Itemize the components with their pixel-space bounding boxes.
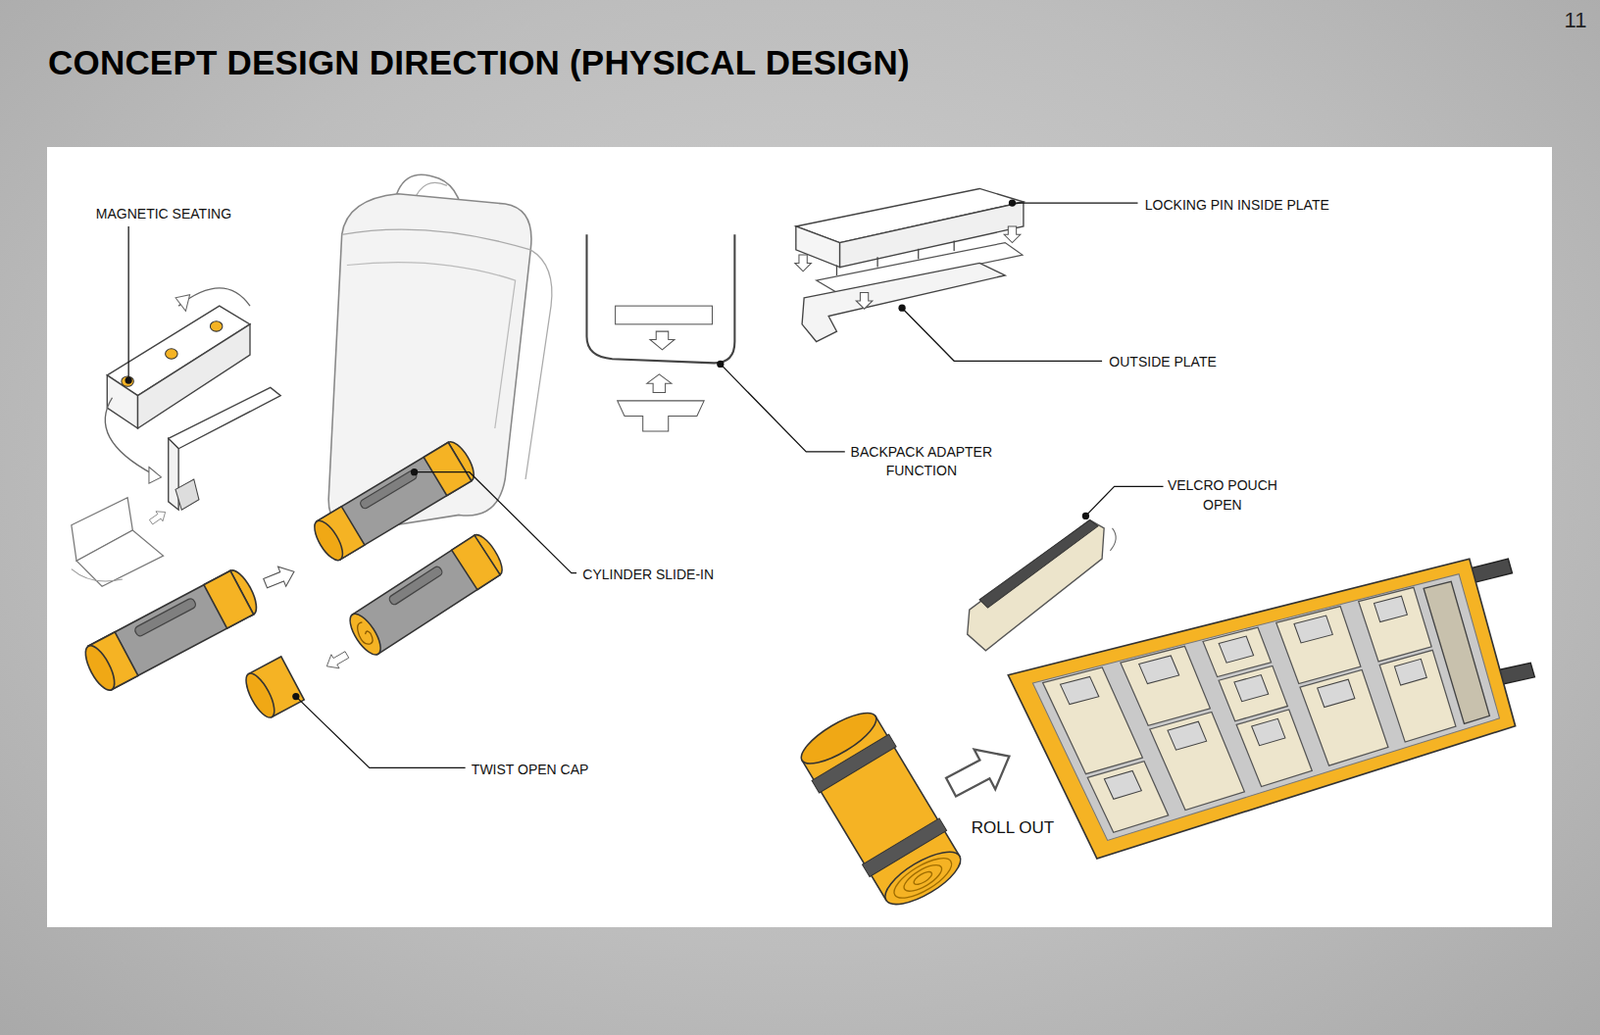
mat-part bbox=[1167, 721, 1207, 750]
mat-part bbox=[1358, 587, 1432, 662]
mat-part bbox=[1317, 679, 1355, 707]
mat-part bbox=[1251, 718, 1286, 746]
callout-label: OUTSIDE PLATE bbox=[1108, 353, 1216, 370]
callout-label: VELCRO POUCH OPEN bbox=[1155, 476, 1289, 515]
mat-part bbox=[1087, 761, 1168, 834]
mat-part bbox=[1423, 581, 1490, 724]
mat-part bbox=[1059, 676, 1099, 704]
mat-part bbox=[1236, 709, 1312, 788]
mat-part bbox=[1300, 669, 1389, 766]
mat-part bbox=[1294, 615, 1333, 644]
mat-part bbox=[1373, 596, 1407, 622]
mat-part bbox=[1032, 574, 1500, 842]
slide-title: CONCEPT DESIGN DIRECTION (PHYSICAL DESIG… bbox=[48, 43, 910, 83]
callout-label: MAGNETIC SEATING bbox=[96, 205, 232, 222]
callout-label: BACKPACK ADAPTER FUNCTION bbox=[840, 443, 1002, 482]
mat-part bbox=[1007, 558, 1515, 859]
mat-part bbox=[1139, 655, 1180, 685]
mat-part bbox=[1103, 770, 1142, 800]
mat-part bbox=[1218, 636, 1253, 663]
callout-label: TWIST OPEN CAP bbox=[471, 761, 590, 778]
mat-part bbox=[1234, 675, 1269, 702]
mat-part bbox=[1150, 711, 1246, 810]
callout-label: CYLINDER SLIDE-IN bbox=[582, 566, 714, 583]
mat-part bbox=[1379, 650, 1456, 743]
callout-label: ROLL OUT bbox=[971, 818, 1054, 839]
callout-label: LOCKING PIN INSIDE PLATE bbox=[1145, 197, 1330, 213]
mat-part bbox=[1043, 667, 1144, 775]
mat-part bbox=[1120, 646, 1210, 726]
mat-part bbox=[1276, 606, 1361, 685]
mat-part bbox=[1394, 658, 1427, 686]
page-number: 11 bbox=[1564, 7, 1588, 34]
